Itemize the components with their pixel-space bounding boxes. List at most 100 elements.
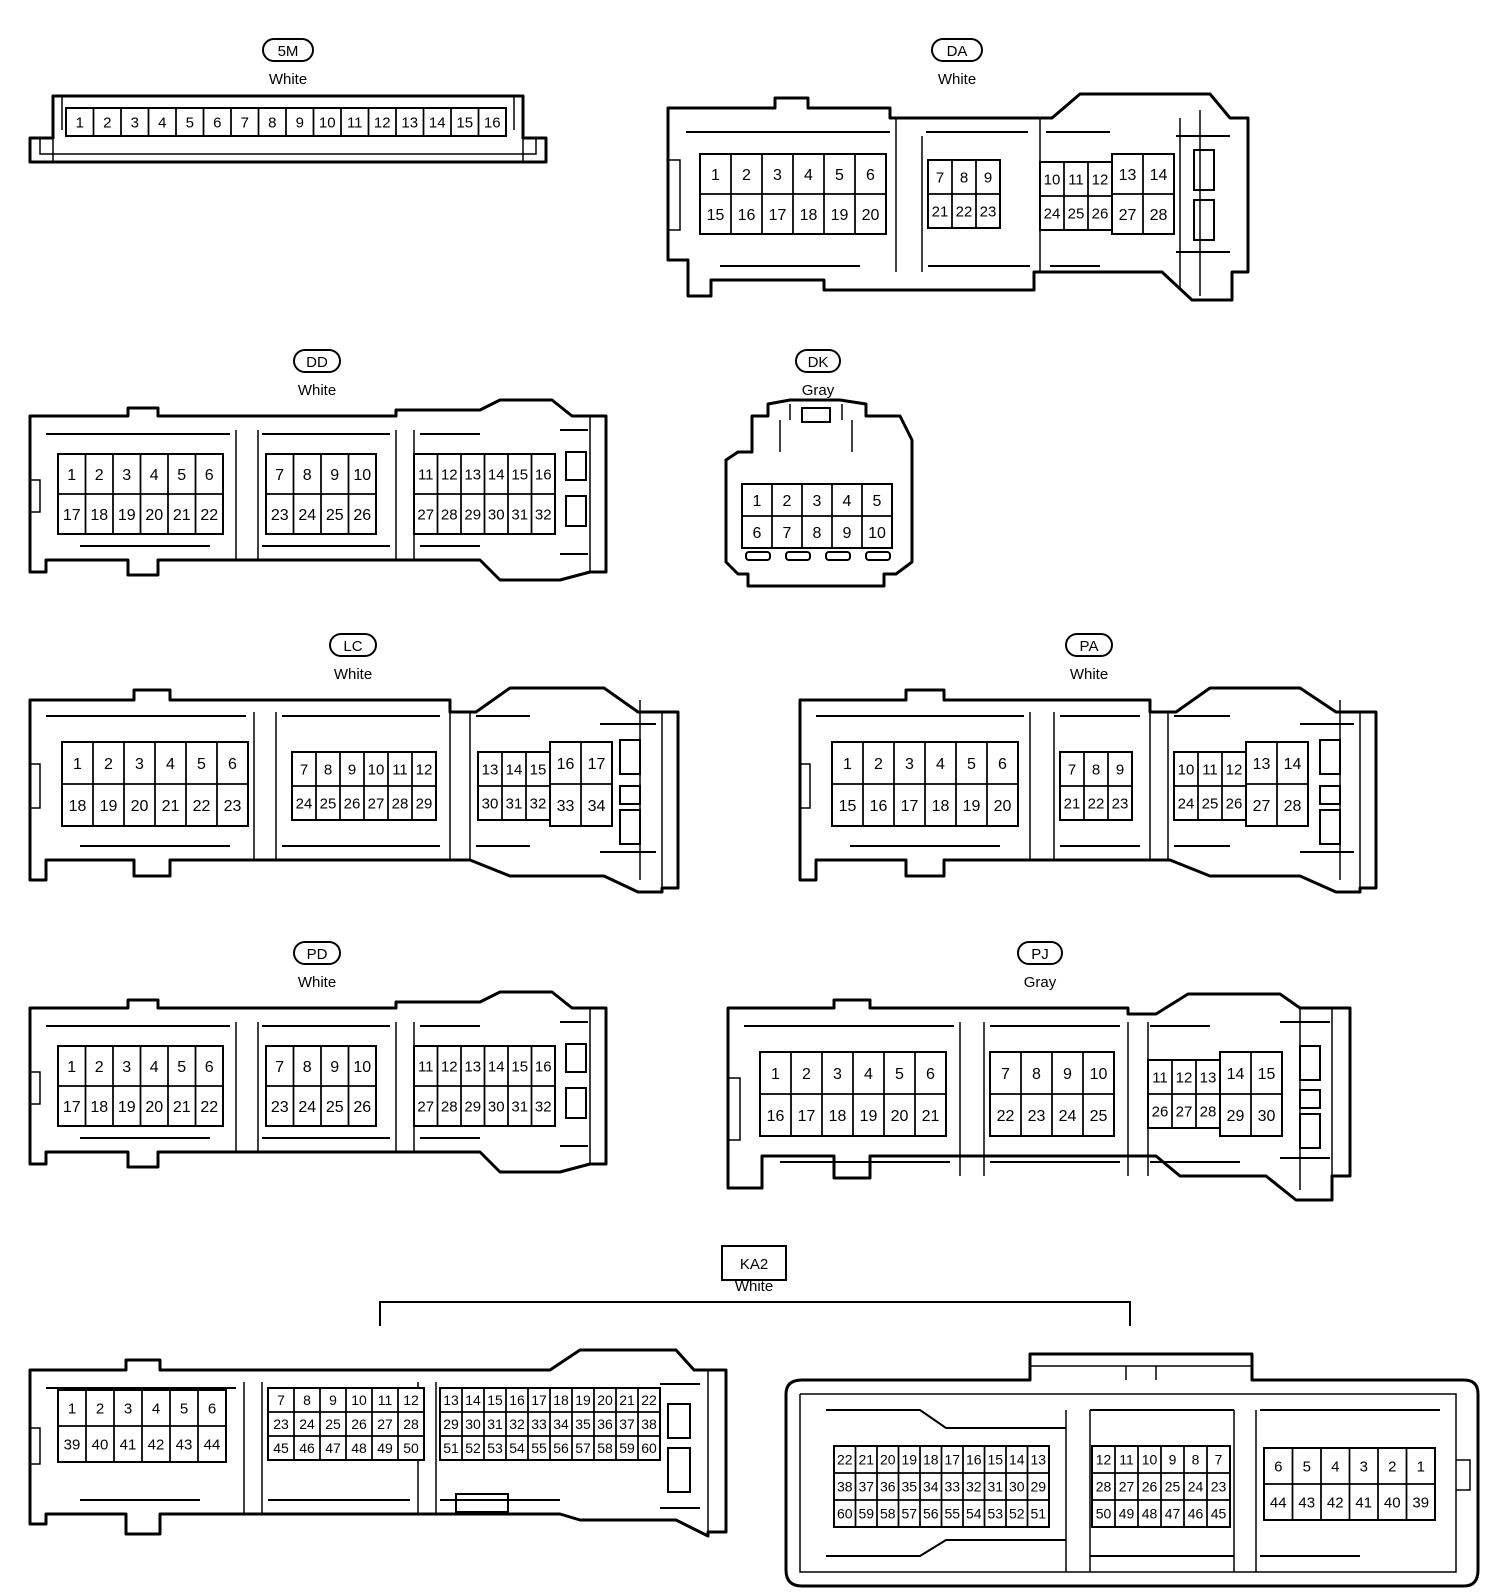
pin-number: 11 <box>418 466 434 483</box>
pin-number: 29 <box>416 795 433 812</box>
pin-number: 1 <box>76 114 84 131</box>
pin-number: 30 <box>488 506 505 523</box>
pin-number: 7 <box>300 761 308 778</box>
pin-number: 4 <box>864 1066 873 1083</box>
pin-number: 44 <box>204 1436 221 1453</box>
pin-number: 10 <box>353 467 371 484</box>
pin-number: 2 <box>103 114 111 131</box>
pin-number: 9 <box>330 467 339 484</box>
pin-number: 6 <box>998 756 1007 773</box>
pin-number: 12 <box>1096 1452 1112 1468</box>
pin-number: 1 <box>1417 1458 1425 1475</box>
pin-number: 30 <box>482 795 499 812</box>
pin-number: 27 <box>417 1098 434 1115</box>
pin-number: 32 <box>966 1479 982 1495</box>
pin-number: 12 <box>441 466 458 483</box>
pin-number: 22 <box>837 1452 853 1468</box>
pin-number: 31 <box>487 1416 503 1432</box>
connector-tag <box>293 941 341 965</box>
pin-number: 48 <box>1142 1506 1158 1522</box>
pin-number: 1 <box>67 1059 76 1076</box>
pin-number: 15 <box>1258 1066 1276 1083</box>
pin-number: 28 <box>1200 1103 1217 1120</box>
pin-number: 13 <box>464 1058 481 1075</box>
connector-tag <box>1017 941 1063 965</box>
pin-number: 52 <box>465 1440 481 1456</box>
pin-number: 5 <box>186 114 194 131</box>
connector-color: White <box>298 382 336 399</box>
pin-number: 51 <box>1030 1506 1046 1522</box>
pin-number: 6 <box>208 1400 216 1417</box>
pin-number: 17 <box>901 798 919 815</box>
pin-number: 35 <box>575 1416 591 1432</box>
pin-number: 3 <box>135 756 144 773</box>
pin-number: 23 <box>1028 1108 1046 1125</box>
pin-number: 22 <box>200 1099 218 1116</box>
pin-number: 35 <box>901 1479 917 1495</box>
pin-number: 32 <box>530 795 547 812</box>
pin-number: 29 <box>464 1098 481 1115</box>
pin-number: 22 <box>641 1392 657 1408</box>
pin-number: 18 <box>90 1099 108 1116</box>
connector-id: PA <box>1080 638 1099 655</box>
pin-number: 14 <box>429 114 446 131</box>
pin-number: 25 <box>326 507 344 524</box>
pin-number: 4 <box>166 756 175 773</box>
pin-number: 26 <box>344 795 361 812</box>
pin-number: 6 <box>205 467 214 484</box>
pin-number: 23 <box>273 1416 289 1432</box>
pin-number: 21 <box>173 1099 191 1116</box>
pin-number: 15 <box>487 1392 503 1408</box>
pin-number: 9 <box>1169 1452 1177 1468</box>
pin-cell <box>194 1085 224 1127</box>
pin-number: 7 <box>1068 761 1076 778</box>
pin-number: 57 <box>901 1506 917 1522</box>
pin-cell <box>580 783 613 827</box>
pin-number: 42 <box>148 1436 165 1453</box>
connector-housing <box>28 1348 728 1538</box>
pin-number: 6 <box>926 1066 935 1083</box>
pin-number: 17 <box>63 507 81 524</box>
pin-number: 25 <box>326 1099 344 1116</box>
pin-number: 26 <box>1226 795 1243 812</box>
pin-number: 12 <box>441 1058 458 1075</box>
pin-number: 24 <box>1059 1108 1077 1125</box>
pin-number: 4 <box>152 1400 160 1417</box>
pin-number: 34 <box>588 798 606 815</box>
pin-number: 22 <box>997 1108 1015 1125</box>
connector-color: White <box>1070 666 1108 683</box>
pin-number: 18 <box>800 207 818 224</box>
pin-number: 9 <box>330 1059 339 1076</box>
pin-number: 5 <box>1303 1458 1311 1475</box>
pin-number: 25 <box>1202 795 1219 812</box>
pin-number: 7 <box>241 114 249 131</box>
pin-number: 2 <box>802 1066 811 1083</box>
pin-number: 20 <box>145 507 163 524</box>
pin-number: 29 <box>443 1416 459 1432</box>
connector-tag <box>721 1245 787 1281</box>
pin-number: 2 <box>874 756 883 773</box>
connector-color: White <box>735 1278 773 1295</box>
pin-number: 14 <box>488 1058 505 1075</box>
pin-number: 47 <box>325 1440 341 1456</box>
pin-number: 27 <box>368 795 385 812</box>
pin-number: 15 <box>511 1058 528 1075</box>
pin-number: 7 <box>936 169 944 186</box>
pin-number: 10 <box>1090 1066 1108 1083</box>
connector-tag <box>293 349 341 373</box>
connector-housing <box>724 398 914 588</box>
pin-number: 25 <box>320 795 337 812</box>
pin-number: 26 <box>353 1099 371 1116</box>
pin-cell <box>1250 1093 1283 1137</box>
pin-number: 22 <box>200 507 218 524</box>
connector-color: White <box>334 666 372 683</box>
pin-number: 11 <box>1152 1069 1168 1086</box>
pin-number: 22 <box>193 798 211 815</box>
pin-number: 31 <box>506 795 523 812</box>
pin-number: 20 <box>131 798 149 815</box>
connector-id: DD <box>306 354 328 371</box>
pin-number: 60 <box>641 1440 657 1456</box>
pin-number: 7 <box>1001 1066 1010 1083</box>
